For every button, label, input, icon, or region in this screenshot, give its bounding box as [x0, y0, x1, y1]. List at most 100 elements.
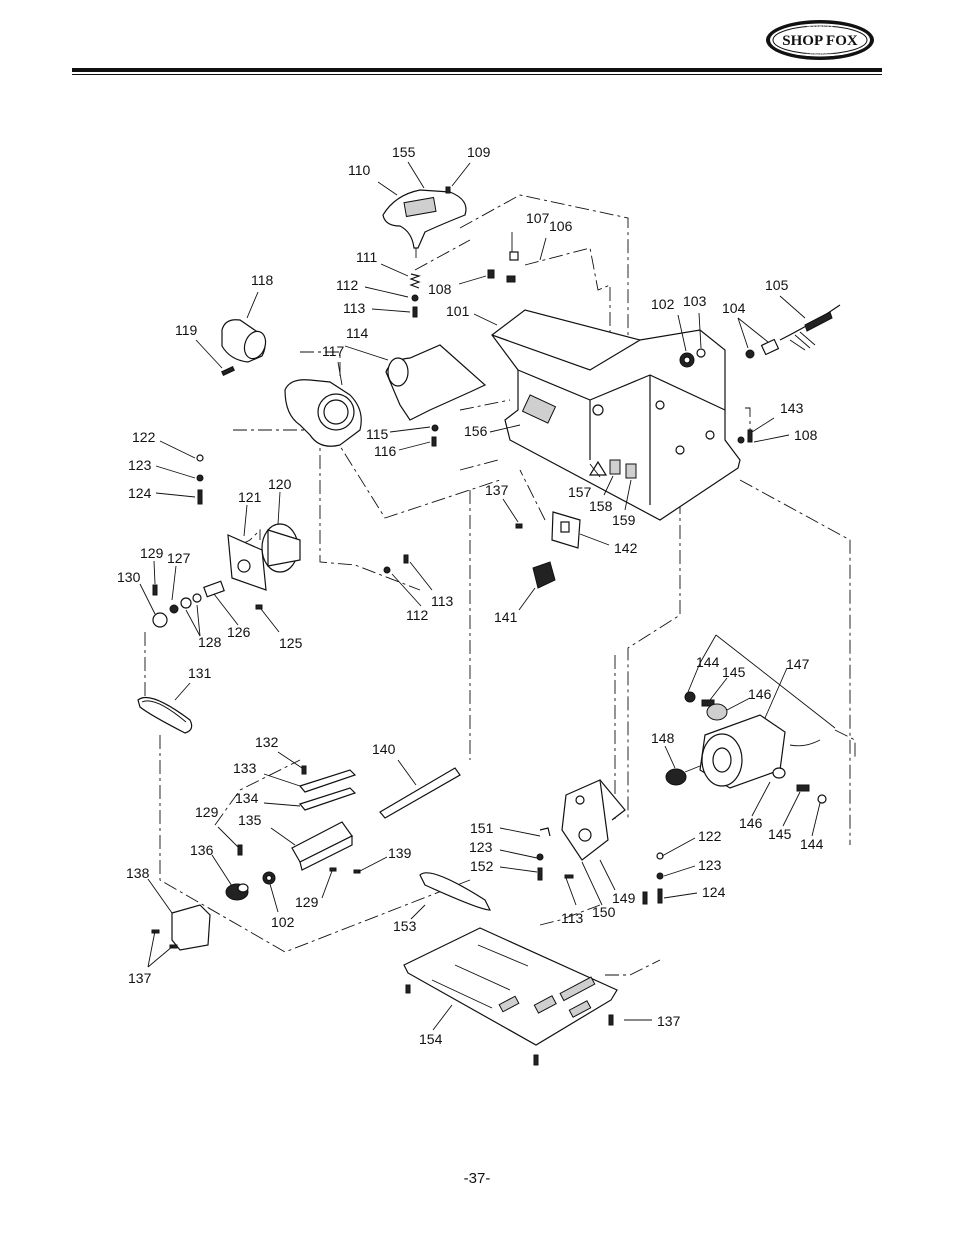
bolt-stack-122-124-right	[642, 852, 664, 905]
callout-134: 134	[235, 790, 259, 806]
callout-137-top: 137	[485, 482, 509, 498]
callout-110: 110	[348, 162, 371, 178]
callout-119: 119	[175, 322, 198, 338]
page-number: -37-	[463, 1170, 491, 1187]
logo-small-bottom: INTERNATIONAL	[806, 53, 835, 57]
switch-plate-142	[515, 511, 581, 549]
callout-146-top: 146	[748, 686, 772, 702]
header-rule-thick	[72, 68, 882, 72]
bolt-stack-122-124-left	[196, 454, 204, 505]
callout-140: 140	[372, 741, 396, 757]
callout-103: 103	[683, 293, 707, 309]
callout-129-bottom: 129	[295, 894, 319, 910]
screw-115-116	[431, 424, 439, 447]
callout-144-top: 144	[696, 654, 720, 670]
callout-120: 120	[268, 476, 292, 492]
callout-159: 159	[612, 512, 636, 528]
callout-152: 152	[470, 858, 494, 874]
callout-113-bottom: 113	[561, 910, 584, 926]
callout-128: 128	[198, 634, 222, 650]
assembly-lines	[144, 194, 856, 976]
callout-157: 157	[568, 484, 592, 500]
callout-102-top: 102	[651, 296, 675, 312]
fan-120	[261, 523, 301, 573]
callout-112-top: 112	[336, 277, 359, 293]
base-plate-154	[403, 927, 618, 1066]
callout-141: 141	[494, 609, 518, 625]
callout-127: 127	[167, 550, 191, 566]
callout-143: 143	[780, 400, 804, 416]
bearing-102-top	[679, 348, 706, 368]
cover-138	[151, 904, 211, 951]
callout-151: 151	[470, 820, 494, 836]
callout-129-mid: 129	[195, 804, 219, 820]
callout-122-right: 122	[698, 828, 722, 844]
base-housing-101	[491, 309, 741, 521]
motor-bracket-149	[561, 779, 626, 861]
screw-109	[445, 186, 451, 194]
washer-screw-112-113	[383, 554, 409, 574]
callout-101: 101	[446, 303, 470, 319]
callout-108-top: 108	[428, 281, 452, 297]
callout-146-bottom: 146	[739, 815, 763, 831]
callout-153: 153	[393, 918, 417, 934]
callout-131: 131	[188, 665, 212, 681]
bearing-102-bottom	[262, 871, 276, 885]
power-cord-105	[779, 304, 841, 351]
callout-136: 136	[190, 842, 214, 858]
bracket-hardware-150-152	[536, 827, 574, 881]
switch-141	[532, 561, 556, 589]
callout-158: 158	[589, 498, 613, 514]
callout-139: 139	[388, 845, 412, 861]
callout-145-bottom: 145	[768, 826, 792, 842]
bracket-121	[227, 534, 267, 591]
callout-154: 154	[419, 1031, 443, 1047]
callout-labels: 155 109 110 107 106 111 108 112 113 101 …	[117, 144, 824, 1047]
strain-relief-104	[745, 338, 780, 359]
callout-114: 114	[346, 325, 369, 341]
callout-133: 133	[233, 760, 257, 776]
callout-125: 125	[279, 635, 303, 651]
spring-111	[409, 273, 422, 289]
logo-text: SHOP FOX	[782, 33, 858, 49]
callout-130: 130	[117, 569, 141, 585]
callout-117: 117	[322, 343, 345, 359]
shaft-140	[379, 767, 461, 819]
callout-105: 105	[765, 277, 789, 293]
callout-106: 106	[549, 218, 573, 234]
callout-132: 132	[255, 734, 279, 750]
washer-112	[411, 294, 419, 302]
callout-156: 156	[464, 423, 488, 439]
callout-111: 111	[356, 249, 377, 265]
platen-assembly-132-135	[291, 765, 357, 871]
screws-108-143	[737, 429, 753, 444]
callout-108-right: 108	[794, 427, 818, 443]
leader-lines	[139, 161, 836, 1031]
callout-147: 147	[786, 656, 810, 672]
callout-115: 115	[366, 426, 389, 442]
screws-129-139	[329, 867, 361, 874]
table-insert-110	[382, 189, 467, 258]
callout-123-right: 123	[698, 857, 722, 873]
callout-149: 149	[612, 890, 636, 906]
belt-131	[137, 696, 193, 734]
callout-123-left: 123	[128, 457, 152, 473]
dust-chute-114	[385, 344, 487, 421]
header-rule-thin	[72, 74, 882, 75]
motor-147	[699, 714, 821, 789]
idler-pulley-136	[225, 844, 249, 901]
belt-153	[419, 872, 491, 911]
callout-122-left: 122	[132, 429, 156, 445]
callout-137-right: 137	[657, 1013, 681, 1029]
callout-116: 116	[374, 443, 397, 459]
callout-107: 107	[526, 210, 550, 226]
pulley-stack-126-130	[152, 580, 263, 628]
callout-155: 155	[392, 144, 416, 160]
callout-109: 109	[467, 144, 491, 160]
motor-fittings-144-146	[684, 691, 827, 804]
pulley-148	[665, 765, 701, 786]
callout-137-left: 137	[128, 970, 152, 986]
callout-102-bottom: 102	[271, 914, 295, 930]
callout-126: 126	[227, 624, 251, 640]
callout-113-mid: 113	[431, 593, 454, 609]
